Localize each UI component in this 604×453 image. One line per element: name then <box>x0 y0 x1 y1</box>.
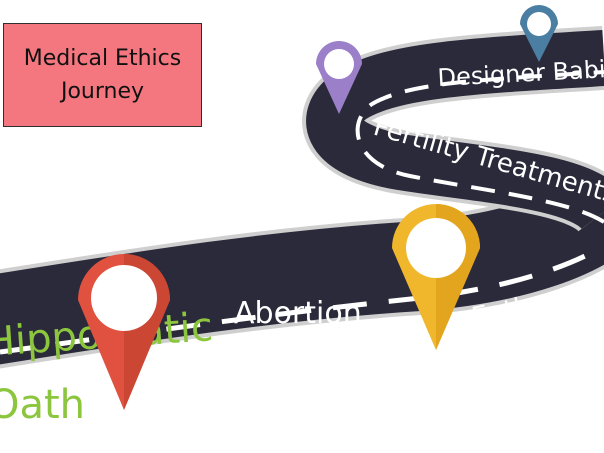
map-pin-icon-yellow <box>392 204 480 350</box>
map-pin-icon-red <box>78 254 170 410</box>
stop-label-abortion: Abortion <box>234 296 362 331</box>
title-line-1: Medical Ethics <box>23 46 182 71</box>
map-pin-icon-purple <box>316 41 362 114</box>
title-line-2: Journey <box>60 79 145 104</box>
lane-marks-upper <box>355 70 604 224</box>
journey-title-box: Medical Ethics Journey <box>3 23 202 127</box>
lane-marks-lower <box>0 243 604 355</box>
stop-label-oath: Oath <box>0 382 85 428</box>
map-pin-icon-blue <box>520 5 558 62</box>
road-upper <box>306 30 604 232</box>
